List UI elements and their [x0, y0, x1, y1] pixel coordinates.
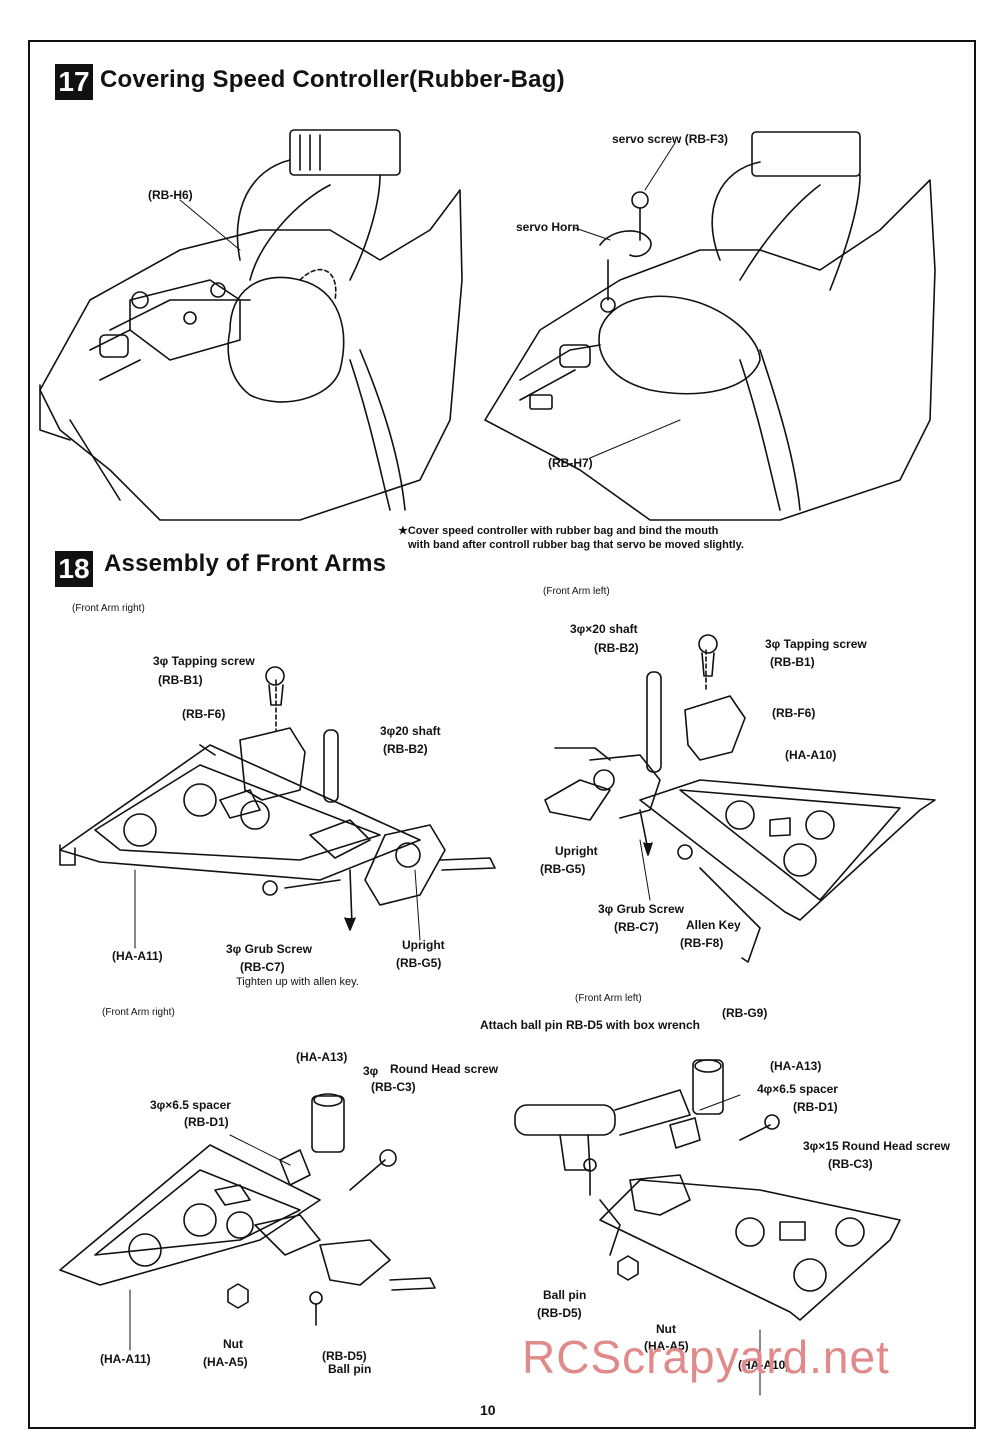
panel-b-allen-key-code: (RB-F8) [680, 936, 724, 950]
rb-h7-label: (RB-H7) [548, 456, 593, 470]
panel-b-shaft-label: 3φ×20 shaft [570, 622, 638, 636]
servo-horn-label: servo Horn [516, 220, 580, 234]
panel-a-grub-screw-label: 3φ Grub Screw [226, 942, 312, 956]
panel-d-rb-g9-label: (RB-G9) [722, 1006, 768, 1020]
panel-d-ha-a10-label: (HA-A10) [738, 1358, 790, 1372]
panel-d-ball-pin-label: Ball pin [543, 1288, 587, 1302]
panel-d-nut-code: (HA-A5) [644, 1339, 689, 1353]
panel-b-drawing [544, 634, 936, 963]
panel-c-ha-a13-label: (HA-A13) [296, 1050, 348, 1064]
panel-d-caption: (Front Arm left) [575, 993, 642, 1004]
panel-b-tapping-screw-code: (RB-B1) [770, 655, 815, 669]
leader-lines [129, 142, 761, 1396]
panel-a-drawing [59, 666, 496, 931]
panel-b-caption: (Front Arm left) [543, 586, 610, 597]
step17-right-drawing [484, 131, 936, 521]
panel-b-rb-f6-label: (RB-F6) [772, 706, 816, 720]
panel-a-tapping-screw-code: (RB-B1) [158, 673, 203, 687]
panel-d-round-head-label: 3φ×15 Round Head screw [803, 1139, 950, 1153]
panel-c-ha-a11-label: (HA-A11) [100, 1352, 151, 1366]
step17-note-line1: ★Cover speed controller with rubber bag … [398, 525, 719, 537]
panel-d-spacer-label: 4φ×6.5 spacer [757, 1082, 838, 1096]
panel-d-ha-a13-label: (HA-A13) [770, 1059, 822, 1073]
panel-c-ball-pin-label: Ball pin [328, 1362, 372, 1376]
panel-a-tapping-screw-label: 3φ Tapping screw [153, 654, 255, 668]
panel-a-grub-note: Tighten up with allen key. [236, 976, 359, 988]
panel-c-spacer-label: 3φ×6.5 spacer [150, 1098, 231, 1112]
panel-a-shaft-code: (RB-B2) [383, 742, 428, 756]
panel-c-drawing [59, 1093, 436, 1326]
panel-b-grub-screw-label: 3φ Grub Screw [598, 902, 684, 916]
panel-a-ha-a11-label: (HA-A11) [112, 949, 163, 963]
panel-b-upright-label: Upright [555, 844, 598, 858]
panel-d-round-head-code: (RB-C3) [828, 1157, 873, 1171]
panel-b-tapping-screw-label: 3φ Tapping screw [765, 637, 867, 651]
page-number: 10 [480, 1402, 496, 1418]
panel-a-rb-f6-label: (RB-F6) [182, 707, 226, 721]
panel-c-caption: (Front Arm right) [102, 1007, 175, 1018]
servo-screw-label: servo screw (RB-F3) [612, 132, 729, 146]
panel-d-drawing [514, 1059, 901, 1321]
step17-number-badge: 17 [55, 64, 93, 100]
panel-a-caption: (Front Arm right) [72, 603, 145, 614]
panel-d-ball-pin-code: (RB-D5) [537, 1306, 582, 1320]
panel-c-nut-label: Nut [223, 1337, 243, 1351]
watermark-logo: RCScrapyard.net [522, 1331, 890, 1383]
panel-c-round-head-code: (RB-C3) [371, 1080, 416, 1094]
panel-b-shaft-code: (RB-B2) [594, 641, 639, 655]
step18-title: Assembly of Front Arms [104, 550, 387, 577]
panel-c-round-prefix: 3φ [363, 1064, 379, 1078]
step17-left-drawing [39, 129, 463, 521]
panel-b-grub-screw-code: (RB-C7) [614, 920, 659, 934]
panel-c-round-head-label: Round Head screw [390, 1062, 499, 1076]
panel-d-instruction: Attach ball pin RB-D5 with box wrench [480, 1018, 701, 1032]
panel-b-upright-code: (RB-G5) [540, 862, 586, 876]
step17-title: Covering Speed Controller(Rubber-Bag) [100, 66, 565, 93]
panel-a-upright-label: Upright [402, 938, 445, 952]
panel-b-ha-a10-label: (HA-A10) [785, 748, 837, 762]
step17-note-line2: with band after controll rubber bag that… [408, 539, 744, 551]
panel-c-spacer-code: (RB-D1) [184, 1115, 229, 1129]
panel-c-nut-code: (HA-A5) [203, 1355, 248, 1369]
panel-a-upright-code: (RB-G5) [396, 956, 442, 970]
step18-number-badge: 18 [55, 551, 93, 587]
panel-a-shaft-label: 3φ20 shaft [380, 724, 441, 738]
panel-c-rb-d5-label: (RB-D5) [322, 1349, 367, 1363]
panel-d-nut-label: Nut [656, 1322, 676, 1336]
rb-h6-label: (RB-H6) [148, 188, 193, 202]
page-frame [28, 40, 976, 1429]
panel-b-allen-key-label: Allen Key [686, 918, 741, 932]
panel-a-grub-screw-code: (RB-C7) [240, 960, 285, 974]
panel-d-spacer-code: (RB-D1) [793, 1100, 838, 1114]
